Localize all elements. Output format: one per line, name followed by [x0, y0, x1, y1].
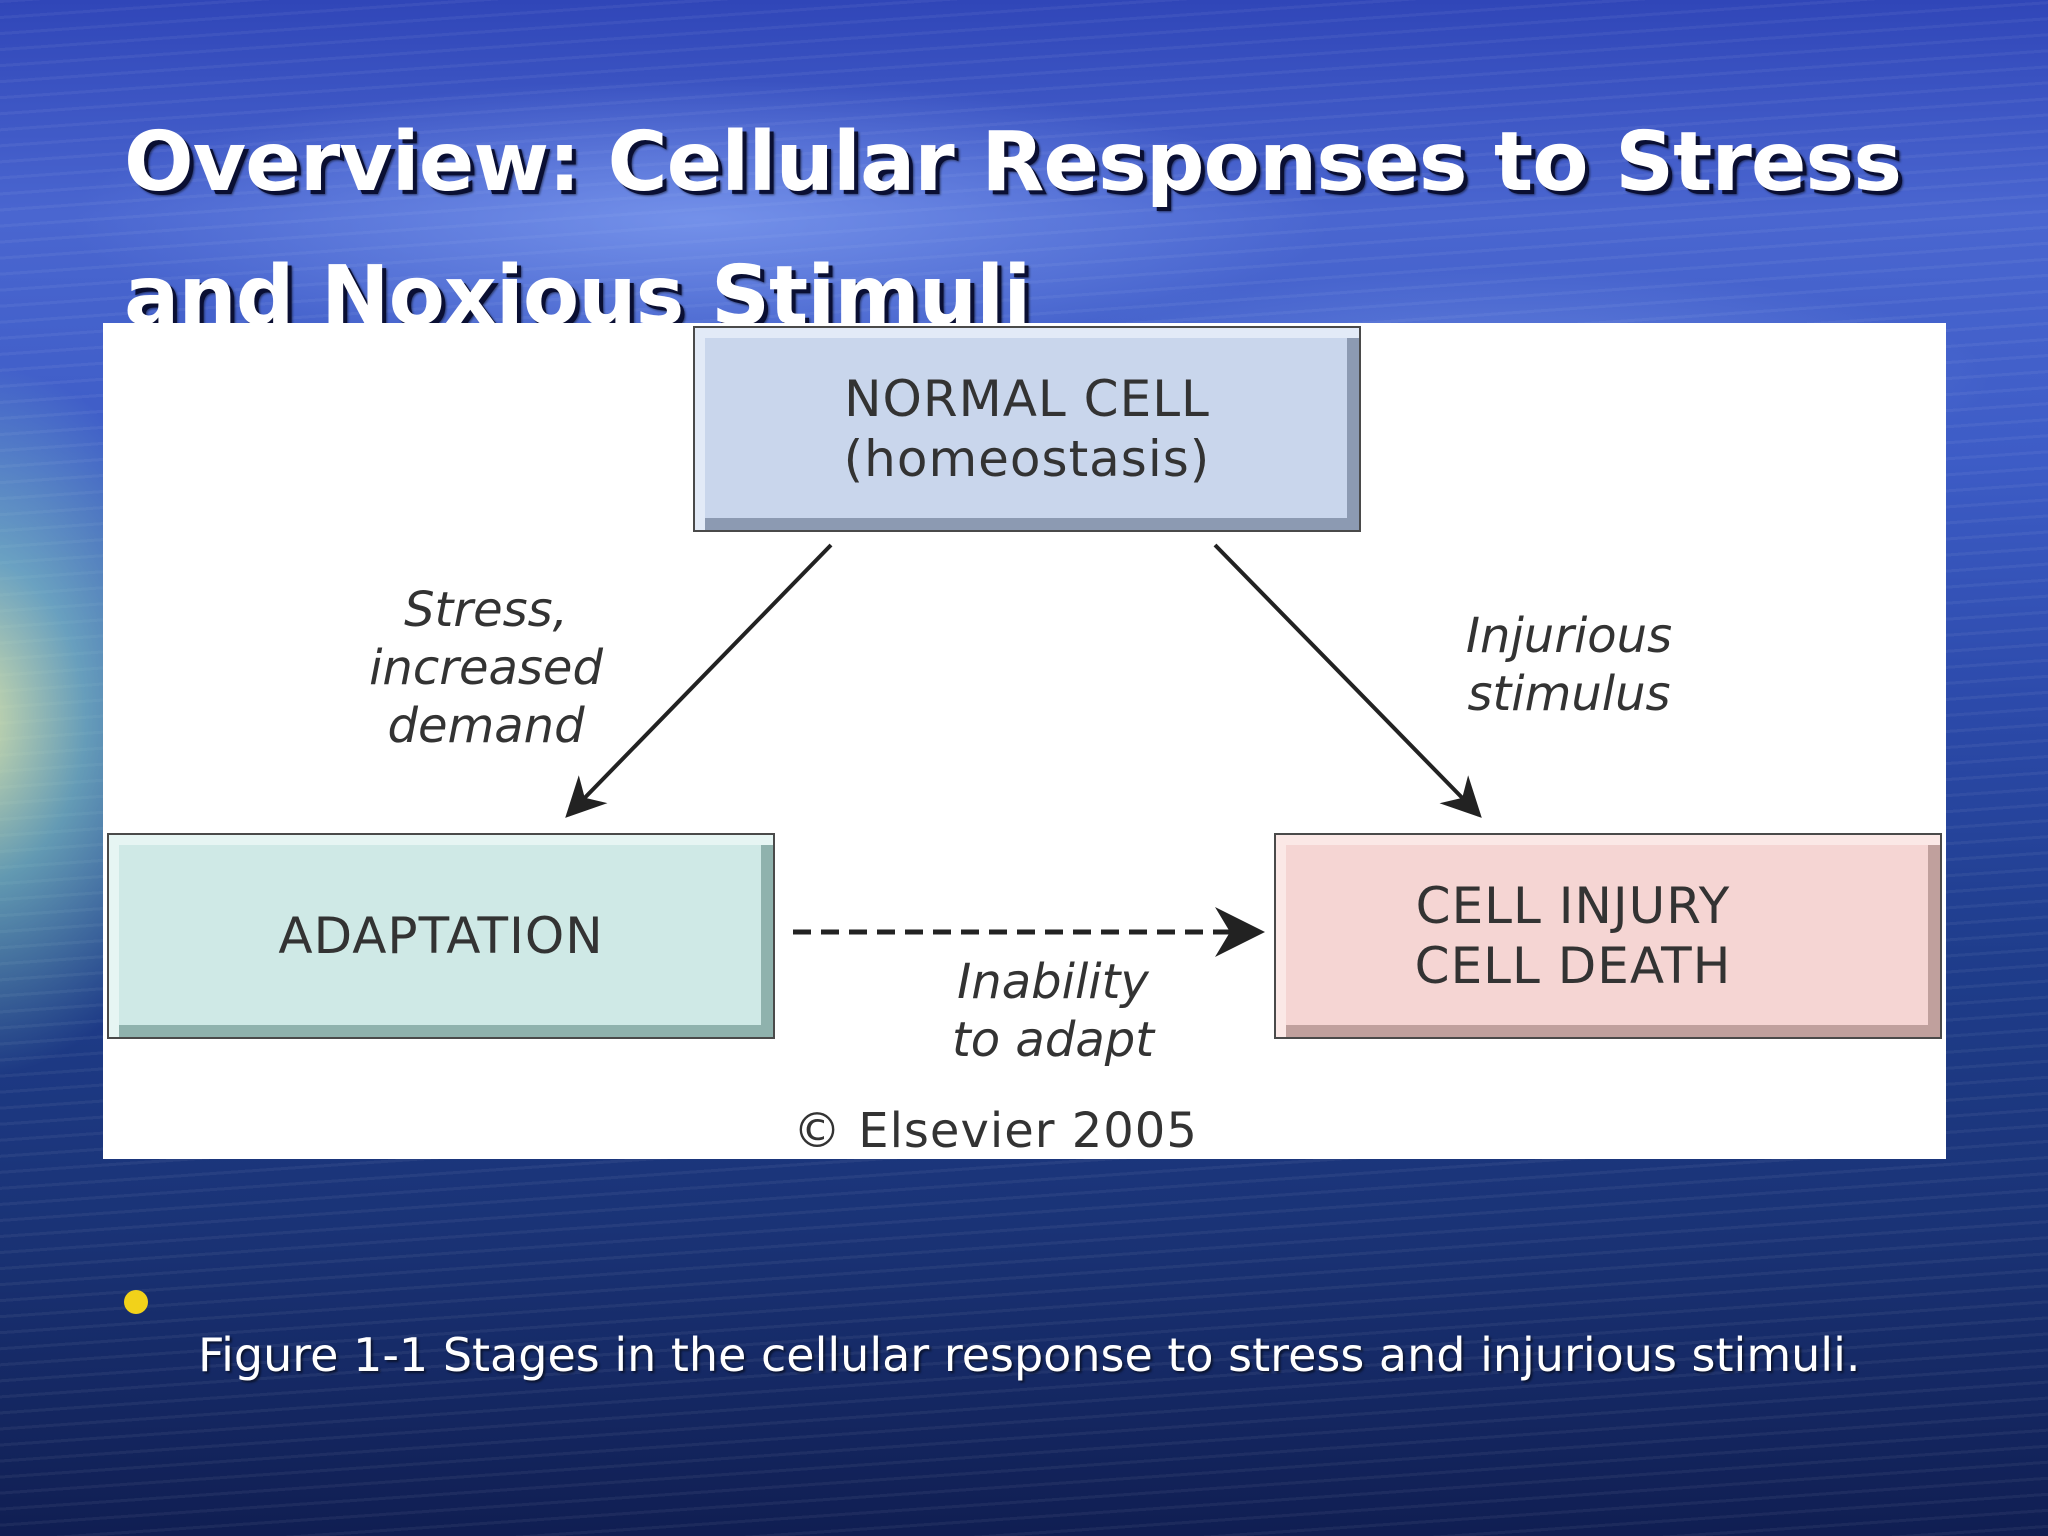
- figure-panel: NORMAL CELL (homeostasis) ADAPTATION CEL…: [103, 323, 1946, 1159]
- copyright-notice: © Elsevier 2005: [793, 1103, 1198, 1159]
- edge-label-stress-line3: demand: [387, 698, 585, 754]
- figure-caption: Figure 1-1 Stages in the cellular respon…: [198, 1328, 1861, 1382]
- edge-label-injurious-line2: stimulus: [1467, 666, 1671, 722]
- edge-label-injurious: Injurious stimulus: [1419, 607, 1719, 723]
- bullet-icon: [124, 1290, 148, 1314]
- edge-label-inability: Inability to adapt: [903, 953, 1203, 1069]
- edge-label-injurious-line1: Injurious: [1465, 608, 1673, 664]
- node-normal-cell: NORMAL CELL (homeostasis): [693, 326, 1361, 532]
- node-cell-injury-title: CELL INJURY: [1415, 877, 1731, 935]
- edge-label-stress: Stress, increased demand: [341, 581, 631, 755]
- node-normal-cell-title: NORMAL CELL: [844, 370, 1210, 428]
- node-cell-injury: CELL INJURY CELL DEATH: [1274, 833, 1942, 1039]
- edge-label-inability-line1: Inability: [957, 954, 1149, 1010]
- arrow-normal-to-injury: [1213, 543, 1482, 818]
- node-adaptation: ADAPTATION: [107, 833, 775, 1039]
- node-adaptation-title: ADAPTATION: [278, 907, 604, 965]
- node-normal-cell-subtitle: (homeostasis): [843, 430, 1211, 488]
- arrow-normal-to-adaptation: [565, 543, 833, 818]
- slide-title: Overview: Cellular Responses to Stress a…: [124, 115, 1902, 344]
- edge-label-stress-line2: increased: [369, 640, 603, 696]
- node-cell-death-title: CELL DEATH: [1414, 937, 1732, 995]
- edge-label-stress-line1: Stress,: [404, 582, 568, 638]
- edge-label-inability-line2: to adapt: [951, 1012, 1155, 1068]
